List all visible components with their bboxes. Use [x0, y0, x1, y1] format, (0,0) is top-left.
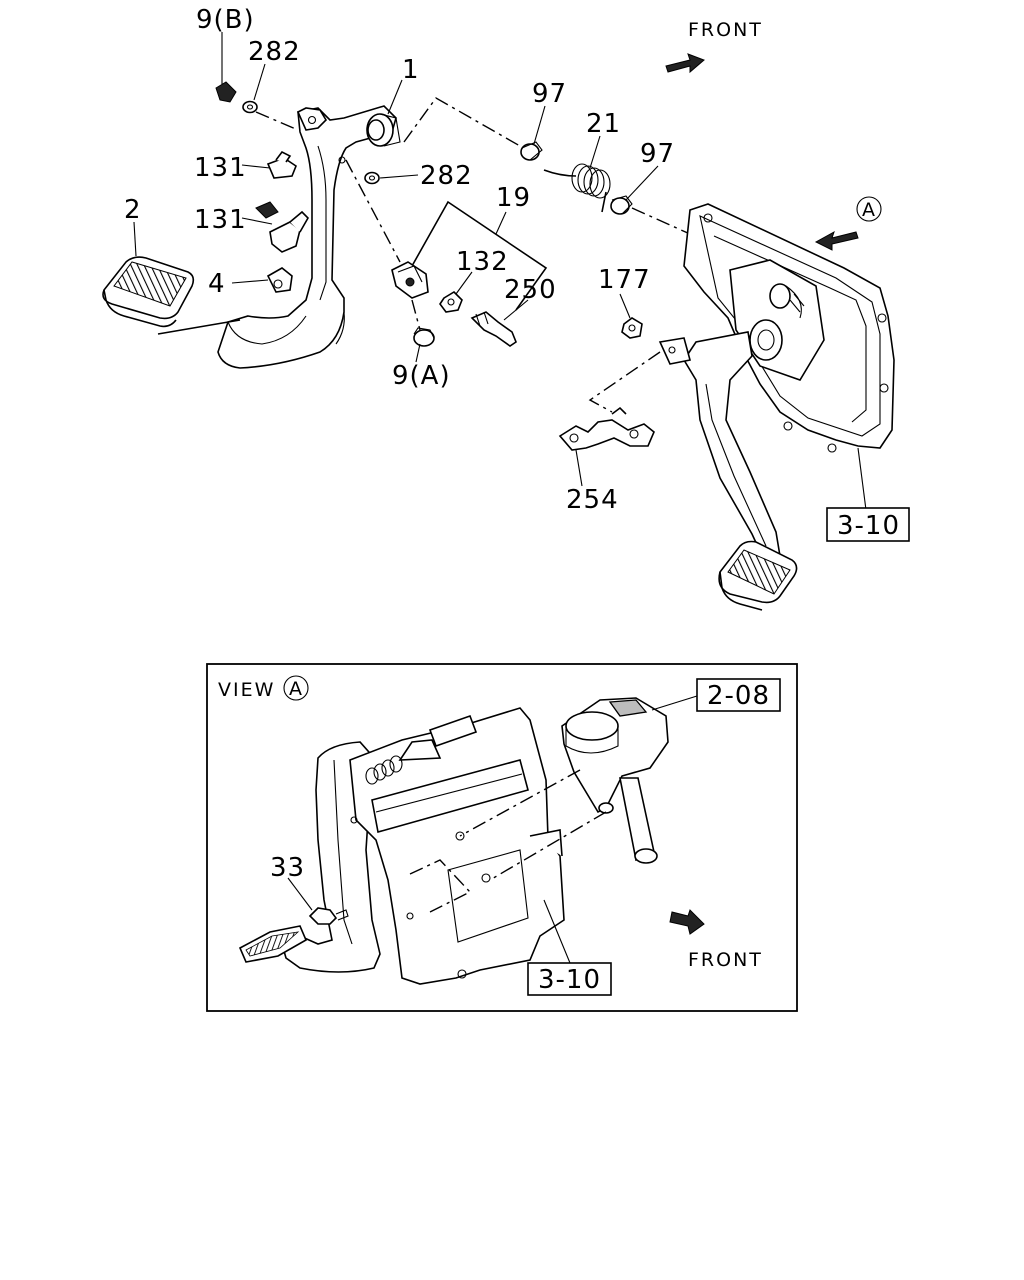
leader-282-top — [255, 111, 299, 131]
view-a-title: VIEW — [218, 679, 275, 701]
callout-9a: 9(A) — [392, 361, 451, 391]
callout-leaders — [133, 32, 867, 511]
view-a-reference-label-3-10: 3-10 — [538, 965, 601, 995]
view-a-leader-33 — [287, 877, 313, 911]
callout-4: 4 — [208, 269, 226, 299]
leader-pad-to-arm — [157, 319, 241, 335]
view-a-reference-box-3-10 — [527, 962, 612, 996]
view-a-mount-line-lower — [489, 811, 607, 881]
stopper-131-upper — [266, 150, 297, 179]
view-a-bolt-33 — [308, 907, 349, 925]
installed-pedal-arm — [658, 331, 781, 561]
view-a-mount-line-upper — [459, 769, 581, 837]
view-a-title-marker-circle — [283, 675, 309, 701]
pivot-axis-a — [403, 97, 521, 147]
callout-9b: 9(B) — [196, 5, 255, 35]
washer-282-top — [242, 100, 258, 114]
bushing-97-b — [610, 195, 633, 215]
callout-131-upper: 131 — [194, 153, 247, 183]
view-a-front-arrow — [669, 909, 705, 935]
leader-254-to-arm — [588, 351, 661, 413]
pedal-pad — [102, 256, 195, 328]
leader-clevis — [345, 159, 401, 263]
callout-97-a: 97 — [532, 79, 567, 109]
callout-282-mid: 282 — [420, 161, 473, 191]
view-a-hidden-line — [409, 859, 472, 913]
upper-exploded-view: FRONT A — [102, 5, 910, 611]
view-a-callout-33: 33 — [270, 853, 305, 883]
view-a-master-cylinder — [561, 697, 669, 864]
view-a-leader-2-08 — [651, 695, 698, 711]
view-a-title-marker-letter: A — [289, 678, 304, 700]
callout-132: 132 — [456, 247, 509, 277]
stopper-131-lower — [255, 201, 309, 253]
callout-97-b: 97 — [640, 139, 675, 169]
view-a-reference-box-2-08 — [696, 678, 781, 712]
view-a-front-label: FRONT — [688, 949, 763, 971]
callout-21: 21 — [586, 109, 621, 139]
callout-1: 1 — [402, 55, 420, 85]
pivot-axis-b — [631, 207, 691, 235]
callout-282-top: 282 — [248, 37, 301, 67]
callout-250: 250 — [504, 275, 557, 305]
view-a-reference-label-2-08: 2-08 — [707, 681, 770, 711]
front-arrow-top — [665, 53, 705, 74]
leader-9a — [411, 299, 421, 331]
reference-label-3-10-upper: 3-10 — [837, 511, 900, 541]
leader-19-bracket — [411, 200, 548, 311]
bushing-97-a — [520, 141, 543, 161]
view-a-arrow — [814, 230, 859, 251]
nut-177 — [621, 317, 643, 339]
push-rod-250 — [470, 311, 517, 347]
clevis-yoke — [391, 261, 429, 299]
clip-9b — [215, 81, 237, 103]
view-a-marker-circle — [856, 196, 882, 222]
clutch-pedal-arm — [217, 105, 401, 369]
stopper-4 — [266, 267, 293, 293]
view-a-pedal-bracket — [349, 707, 565, 985]
view-a-panel: VIEW A — [206, 663, 798, 1012]
callout-2: 2 — [124, 195, 142, 225]
callout-19: 19 — [496, 183, 531, 213]
reference-box-3-10-upper — [826, 507, 910, 542]
assist-spring-21 — [543, 163, 611, 213]
bracket-254 — [558, 406, 655, 451]
clevis-pin-9a — [413, 327, 435, 347]
callout-254: 254 — [566, 485, 619, 515]
callout-177: 177 — [598, 265, 651, 295]
callout-131-lower: 131 — [194, 205, 247, 235]
front-label-top: FRONT — [688, 19, 763, 41]
installed-pedal-pad — [718, 540, 798, 611]
lock-nut-132 — [439, 290, 463, 313]
view-a-leader-3-10 — [543, 899, 571, 964]
washer-282-mid — [364, 171, 380, 185]
view-a-marker-letter: A — [862, 199, 877, 221]
